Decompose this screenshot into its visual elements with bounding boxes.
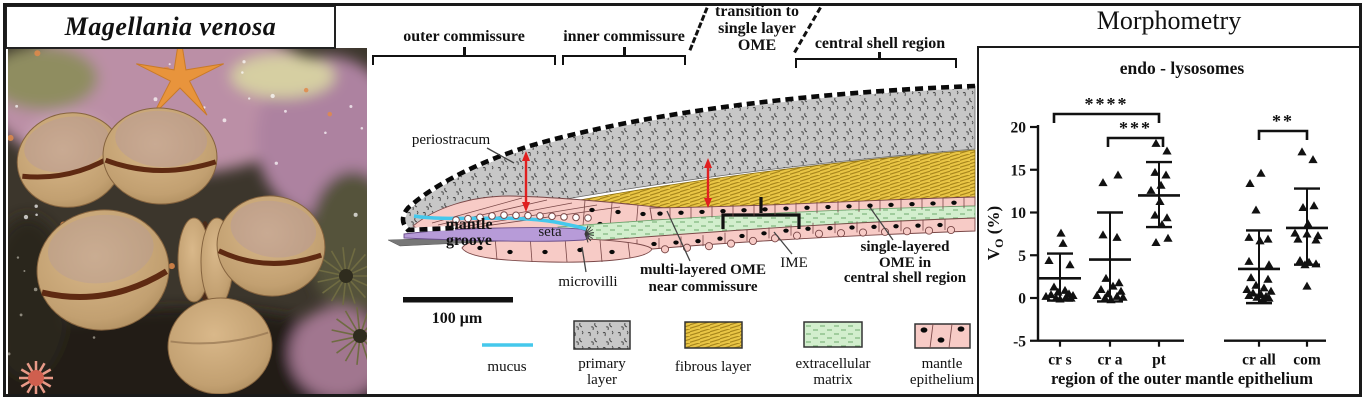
central-shell-bracket-stem <box>878 52 881 58</box>
mucus-line <box>413 214 587 231</box>
inner-commissure-bracket-stem <box>623 47 626 55</box>
anemone <box>19 361 53 394</box>
mantle-groove-line2: groove <box>446 232 492 249</box>
legend-epithelium-line1: mantle <box>921 356 963 372</box>
multi-ome-line2: near commissure <box>648 279 758 295</box>
legend-label-fibrous: fibrous layer <box>674 359 752 375</box>
svg-text:**: ** <box>1272 111 1294 131</box>
outer-commissure-bracket <box>372 55 556 65</box>
transition-line2: single layer <box>718 20 796 37</box>
single-ome-line1: single-layered <box>860 239 950 255</box>
brachiopod-shell <box>216 195 326 297</box>
transition-bracket <box>721 197 801 229</box>
multi-ome-line1: multi-layered OME <box>640 262 766 278</box>
legend-swatch-primary <box>573 320 631 350</box>
vesicle-circles <box>452 211 592 224</box>
svg-text:10: 10 <box>1011 205 1027 222</box>
seta-shape <box>403 227 590 242</box>
region-label-transition: transition to single layer OME <box>715 3 799 54</box>
legend-swatch-matrix <box>803 321 863 348</box>
thickness-arrow <box>522 151 712 212</box>
svg-text:endo - lysosomes: endo - lysosomes <box>1120 58 1245 78</box>
sea-star <box>136 48 224 116</box>
microvilli-brush <box>584 225 594 243</box>
svg-text:15: 15 <box>1011 162 1027 179</box>
legend-epithelium-line2: epithelium <box>909 372 975 388</box>
label-seta: seta <box>538 224 562 240</box>
specimen-title: Magellania venosa <box>64 12 277 41</box>
periostracum-outline <box>400 83 976 233</box>
region-label-inner-commissure: inner commissure <box>563 28 685 45</box>
svg-text:VO (%): VO (%) <box>984 206 1006 260</box>
brachiopod-shell <box>16 112 124 208</box>
legend-swatch-epithelium <box>914 323 971 349</box>
specimen-photo <box>8 48 367 394</box>
label-multi-ome: multi-layered OME near commissure <box>640 262 766 296</box>
shell-cross-section-diagram <box>387 83 976 350</box>
brachiopod-shell <box>167 297 273 394</box>
svg-text:5: 5 <box>1018 248 1026 265</box>
svg-text:region of the outer mantle epi: region of the outer mantle epithelium <box>1051 369 1313 388</box>
svg-text:****: **** <box>1085 94 1129 114</box>
legend-label-primary: primary layer <box>578 356 625 388</box>
transition-line1: transition to <box>715 3 799 20</box>
svg-text:***: *** <box>1119 118 1152 138</box>
label-periostracum: periostracum <box>411 132 491 148</box>
scale-bar-label: 100 μm <box>431 310 483 327</box>
single-ome-line2: OME in <box>878 254 932 271</box>
svg-text:0: 0 <box>1018 291 1026 308</box>
sea-urchin <box>317 247 367 365</box>
region-label-outer-commissure: outer commissure <box>403 28 525 45</box>
transition-line3: OME <box>737 37 777 54</box>
scale-bar <box>403 297 513 303</box>
specimen-title-box: Magellania venosa <box>5 5 336 49</box>
svg-text:20: 20 <box>1011 120 1027 137</box>
legend-matrix-line1: extracellular <box>795 356 871 372</box>
legend-label-matrix: extracellular matrix <box>796 356 871 388</box>
svg-text:cr s: cr s <box>1048 352 1071 369</box>
inner-commissure-bracket <box>562 55 686 65</box>
svg-text:com: com <box>1293 352 1321 369</box>
label-microvilli: microvilli <box>558 274 618 290</box>
region-label-central-shell: central shell region <box>814 35 946 52</box>
label-mantle-groove: mantle groove <box>445 217 492 249</box>
central-shell-bracket <box>795 58 957 68</box>
mantle-groove-line1: mantle <box>445 216 493 233</box>
legend-primary-line2: layer <box>587 372 617 388</box>
legend-primary-line1: primary <box>578 356 626 372</box>
svg-text:pt: pt <box>1152 352 1167 369</box>
label-single-ome: single-layered OME in central shell regi… <box>843 239 967 287</box>
legend-matrix-line2: matrix <box>813 372 853 388</box>
legend-label-epithelium: mantle epithelium <box>910 356 974 388</box>
label-ime: IME <box>780 255 808 271</box>
svg-text:-5: -5 <box>1013 333 1026 350</box>
brachiopod-shell <box>102 107 218 205</box>
morphometry-title: Morphometry <box>1096 6 1242 35</box>
svg-text:cr a: cr a <box>1097 352 1122 369</box>
outer-commissure-bracket-stem <box>463 47 466 55</box>
pointer-lines <box>486 147 894 273</box>
legend-label-mucus: mucus <box>487 359 527 375</box>
legend-swatch-fibrous <box>684 321 743 349</box>
svg-text:cr all: cr all <box>1242 352 1276 369</box>
brachiopod-shell <box>36 209 170 331</box>
single-ome-line3: central shell region <box>843 270 967 286</box>
